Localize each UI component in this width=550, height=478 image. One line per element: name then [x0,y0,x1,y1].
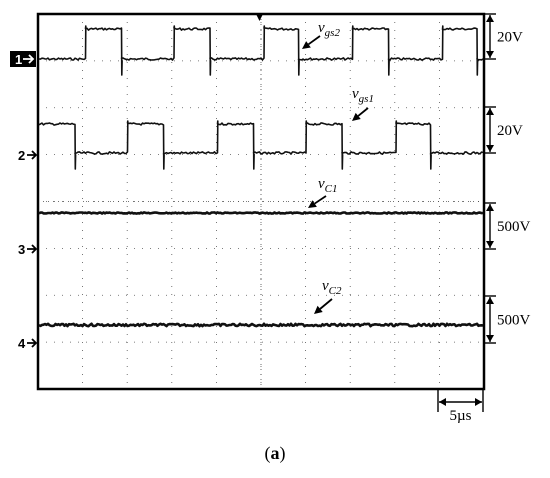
scale-arrow-down-icon [486,241,494,248]
label-arrow-head [352,112,361,121]
waveform-label-text: vC2 [322,278,342,297]
channel-scale-bars: 20V 20V 500V 500V [484,13,531,344]
waveform-label-subscript: C1 [325,183,338,195]
label-vC1: vC1 [308,176,338,208]
caption-open: ( [265,443,271,464]
scale-arrow-up-icon [486,297,494,304]
scale-arrow-up-icon [486,204,494,211]
scale-bar-vC2: 500V [484,295,531,344]
channel-markers: 1 2 3 4 [10,51,38,351]
time-scale-bar: 5µs [437,390,484,424]
scale-bar-vgs2: 20V [484,13,523,60]
caption-close: ) [280,443,286,464]
waveform-label-base: v [318,20,325,36]
waveform-label-subscript: C2 [329,285,342,297]
trace-vC2 [38,322,484,328]
trace-vC1 [38,211,484,215]
label-vgs2: vgs2 [302,20,340,49]
scale-value-label: 20V [497,123,523,139]
waveform-label-base: v [318,176,325,192]
figure-caption: (a) [265,443,286,464]
label-arrow-line [307,35,321,46]
label-arrow-head [314,305,323,314]
channel-number-label: 3 [18,242,25,257]
waveform-traces [38,25,484,328]
label-arrow-line [319,298,333,310]
waveform-label-subscript: gs2 [325,27,341,39]
time-arrow-left-icon [439,398,446,406]
waveform-label-base: v [322,278,329,294]
time-arrow-right-icon [475,398,482,406]
scope-grid [38,14,484,389]
label-arrow-line [314,195,327,205]
label-vgs1: vgs1 [352,86,374,121]
channel-number-label: 1 [15,52,22,67]
scale-value-label: 500V [497,219,531,235]
trigger-marker [256,14,263,21]
channel-number-label: 2 [18,148,25,163]
trace-vgs2 [38,25,484,76]
scale-arrow-down-icon [486,51,494,58]
scale-value-label: 20V [497,30,523,46]
channel-arrow-icon [27,338,38,348]
scale-arrow-up-icon [486,15,494,22]
channel-marker-3: 3 [18,242,38,257]
waveform-label-text: vgs1 [352,86,374,105]
label-arrow-head [302,41,311,49]
waveform-label-base: v [352,86,359,102]
caption-letter: a [271,443,280,463]
label-arrow-head [308,200,317,208]
channel-marker-4: 4 [18,336,38,351]
channel-arrow-icon [27,244,38,254]
channel-arrow-icon [27,150,38,160]
waveform-label-subscript: gs1 [359,93,374,105]
scale-bar-vgs1: 20V [484,106,523,154]
label-vC2: vC2 [314,278,342,314]
scale-arrow-down-icon [486,145,494,152]
label-arrow-line [357,107,369,117]
scale-arrow-down-icon [486,335,494,342]
scale-arrow-up-icon [486,108,494,115]
trace-vgs1 [38,120,484,170]
channel-number-label: 4 [18,336,26,351]
scale-value-label: 500V [497,313,531,329]
channel-marker-2: 2 [18,148,38,163]
channel-arrow-icon [23,54,35,64]
scale-bar-vC1: 500V [484,202,531,250]
waveform-label-text: vgs2 [318,20,340,39]
channel-marker-1: 1 [10,51,36,67]
time-scale-label: 5µs [450,408,472,424]
waveform-label-text: vC1 [318,176,338,195]
